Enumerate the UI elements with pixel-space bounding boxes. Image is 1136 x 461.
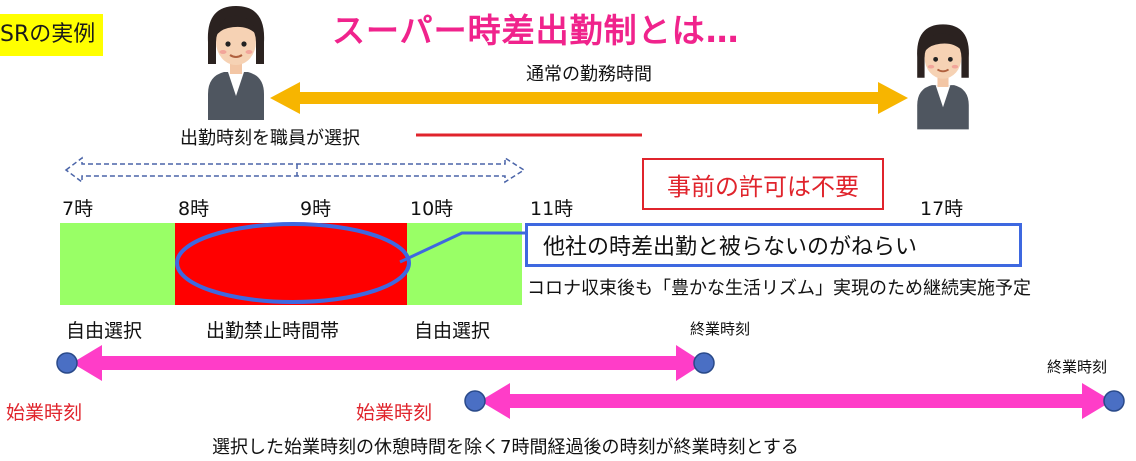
start-dot-early (56, 352, 78, 374)
goal-box: 他社の時差出勤と被らないのがねらい (525, 223, 1022, 267)
page-title: スーパー時差出勤制とは… (332, 11, 740, 50)
start-dot-late (464, 390, 486, 412)
employee-selects-label: 出勤時刻を職員が選択 (180, 128, 360, 149)
end-time-label-late: 終業時刻 (1047, 358, 1108, 376)
work-span-arrow-early (56, 345, 715, 381)
end-dot-early (693, 352, 715, 374)
prohibited-highlight-ellipse (175, 222, 411, 304)
continuation-note: コロナ収束後も「豊かな生活リズム」実現のため継続実施予定 (527, 278, 1031, 299)
zone-label-free-right: 自由選択 (414, 320, 491, 342)
end-time-label-early: 終業時刻 (690, 320, 751, 338)
zone-label-free-left: 自由選択 (66, 320, 143, 342)
start-time-label-late: 始業時刻 (356, 402, 433, 424)
hour-label-8: 8時 (178, 198, 210, 220)
selectable-range-arrow (64, 156, 526, 184)
work-span-arrow-late (464, 383, 1125, 419)
free-zone-right (407, 223, 522, 305)
hour-label-10: 10時 (410, 198, 454, 220)
businesswoman-icon (917, 24, 969, 130)
no-permission-box: 事前の許可は不要 (642, 158, 884, 210)
businesswoman-icon (207, 6, 265, 120)
hour-label-11: 11時 (530, 198, 574, 220)
free-zone-left (60, 223, 175, 305)
hour-label-7: 7時 (62, 198, 94, 220)
hour-label-9: 9時 (300, 198, 332, 220)
start-time-label-early: 始業時刻 (6, 402, 83, 424)
goal-connector-line (399, 231, 530, 264)
end-dot-late (1103, 390, 1125, 412)
section-tag: SRの実例 (0, 14, 104, 56)
normal-hours-label: 通常の勤務時間 (526, 64, 652, 85)
footnote: 選択した始業時刻の休憩時間を除く7時間経過後の時刻が終業時刻とする (212, 437, 799, 458)
goal-label: 他社の時差出勤と被らないのがねらい (543, 235, 918, 260)
zone-label-prohibited: 出勤禁止時間帯 (206, 320, 340, 342)
hour-label-17: 17時 (920, 198, 964, 220)
normal-hours-arrow (270, 82, 908, 114)
no-permission-label: 事前の許可は不要 (667, 172, 859, 201)
